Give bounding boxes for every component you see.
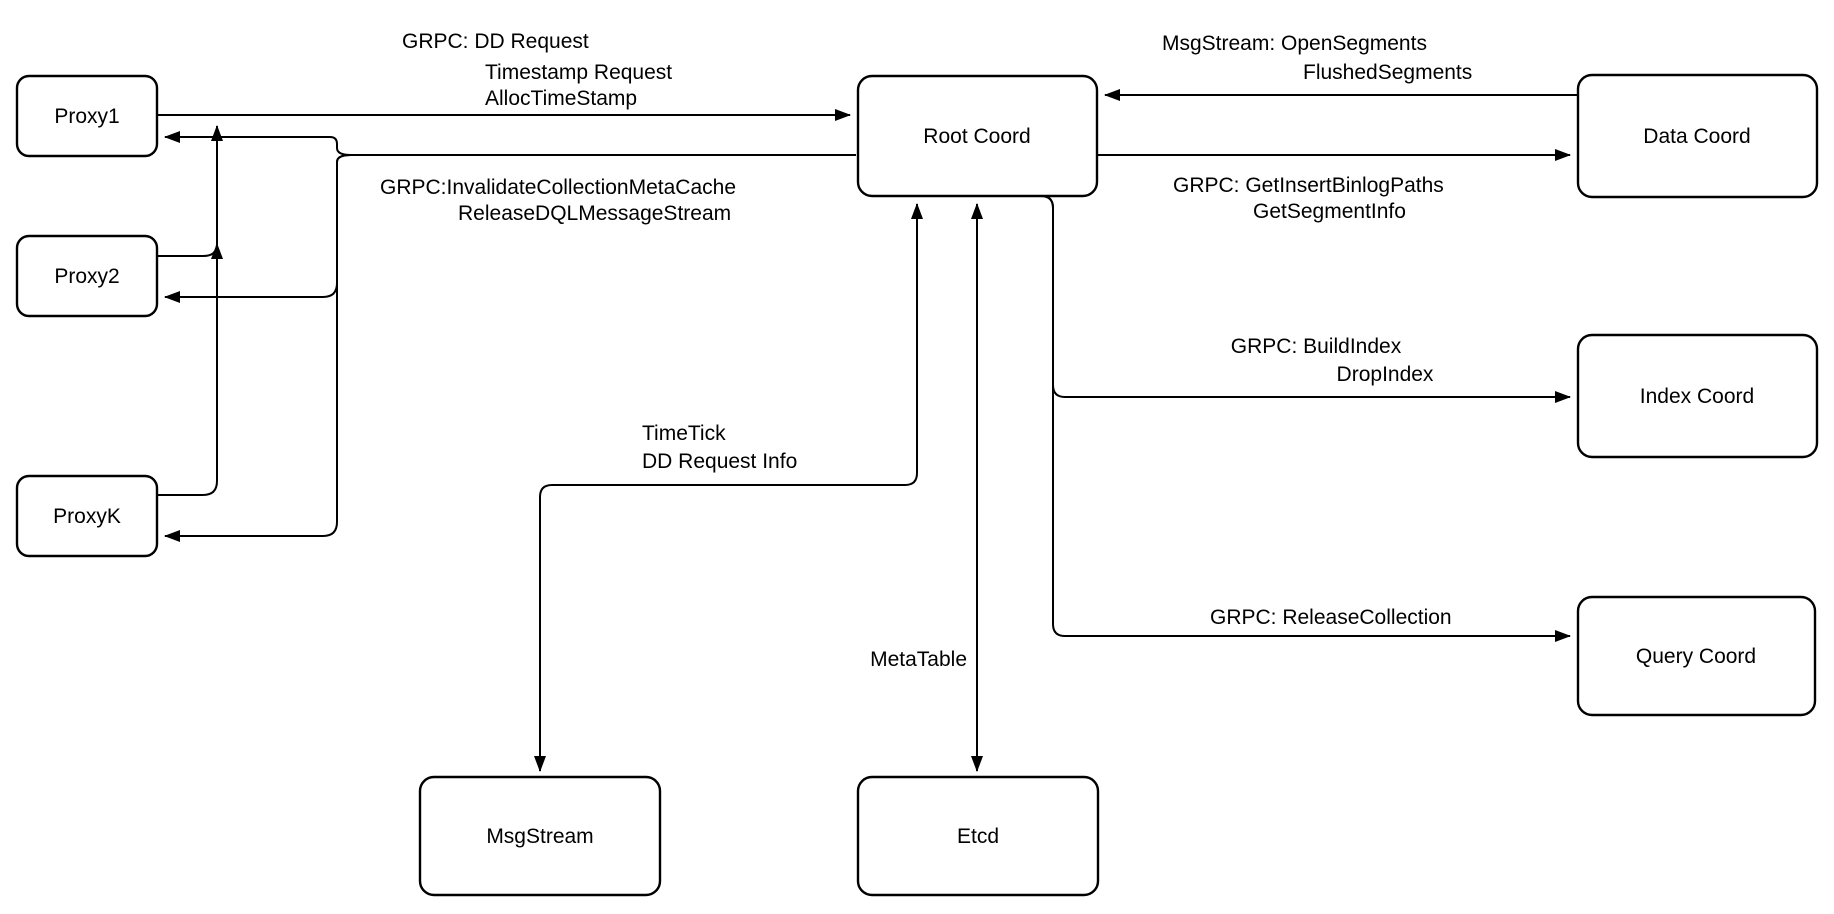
node-data-coord: Data Coord bbox=[1576, 73, 1819, 199]
edge-label-release-collection: GRPC: ReleaseCollection bbox=[1210, 606, 1452, 629]
edge-label-binlog-line1: GRPC: GetInsertBinlogPaths bbox=[1173, 174, 1444, 197]
node-root-coord: Root Coord bbox=[856, 74, 1099, 198]
edge-proxyk-join-line bbox=[157, 125, 223, 496]
node-proxy1: Proxy1 bbox=[15, 74, 159, 158]
edge-label-build-index-line1: GRPC: BuildIndex bbox=[1231, 335, 1402, 358]
edge-label-timetick: TimeTick DD Request Info bbox=[642, 422, 797, 473]
node-data-coord-label: Data Coord bbox=[1643, 125, 1750, 148]
node-etcd: Etcd bbox=[856, 775, 1100, 897]
edge-label-open-segments-line1: MsgStream: OpenSegments bbox=[1162, 32, 1427, 55]
edge-label-metatable: MetaTable bbox=[870, 648, 967, 671]
edge-rootcoord-to-indexcoord bbox=[1000, 195, 1571, 403]
edge-label-dd-request-line2: Timestamp Request bbox=[485, 61, 672, 84]
edge-label-open-segments: MsgStream: OpenSegments FlushedSegments bbox=[1162, 32, 1472, 84]
edge-label-dd-request-line3: AllocTimeStamp bbox=[485, 87, 637, 110]
node-root-coord-label: Root Coord bbox=[923, 125, 1030, 148]
edge-label-open-segments-line2: FlushedSegments bbox=[1303, 61, 1472, 84]
edge-label-invalidate-line1: GRPC:InvalidateCollectionMetaCache bbox=[380, 176, 736, 199]
node-proxyk-label: ProxyK bbox=[53, 505, 121, 528]
edge-rootcoord-msgstream bbox=[534, 203, 923, 772]
edge-label-dd-request-line1: GRPC: DD Request bbox=[402, 30, 589, 53]
edge-label-timetick-line2: DD Request Info bbox=[642, 450, 797, 473]
node-index-coord: Index Coord bbox=[1576, 333, 1819, 459]
edge-label-binlog-paths: GRPC: GetInsertBinlogPaths GetSegmentInf… bbox=[1173, 174, 1444, 223]
node-index-coord-label: Index Coord bbox=[1640, 385, 1754, 408]
node-proxy1-label: Proxy1 bbox=[54, 105, 119, 128]
node-proxy2: Proxy2 bbox=[15, 234, 159, 318]
node-etcd-label: Etcd bbox=[957, 825, 999, 848]
node-query-coord: Query Coord bbox=[1576, 595, 1817, 717]
edge-label-invalidate-cache: GRPC:InvalidateCollectionMetaCache Relea… bbox=[380, 176, 736, 225]
edge-rootcoord-to-proxy1 bbox=[164, 131, 856, 156]
node-proxyk: ProxyK bbox=[15, 474, 159, 558]
edge-label-dd-request: GRPC: DD Request Timestamp Request Alloc… bbox=[402, 30, 672, 110]
node-msgstream-label: MsgStream bbox=[486, 825, 593, 848]
edge-label-build-index: GRPC: BuildIndex DropIndex bbox=[1231, 335, 1434, 386]
node-query-coord-label: Query Coord bbox=[1636, 645, 1756, 668]
edge-label-binlog-line2: GetSegmentInfo bbox=[1253, 200, 1406, 223]
edge-label-timetick-line1: TimeTick bbox=[642, 422, 726, 445]
node-msgstream: MsgStream bbox=[418, 775, 662, 897]
edge-label-invalidate-line2: ReleaseDQLMessageStream bbox=[458, 202, 731, 225]
node-proxy2-label: Proxy2 bbox=[54, 265, 119, 288]
edge-rootcoord-to-proxyk bbox=[164, 154, 856, 542]
edge-label-build-index-line2: DropIndex bbox=[1337, 363, 1434, 386]
edge-proxy2-join-line bbox=[157, 243, 223, 260]
edge-rootcoord-to-querycoord bbox=[1000, 195, 1571, 642]
